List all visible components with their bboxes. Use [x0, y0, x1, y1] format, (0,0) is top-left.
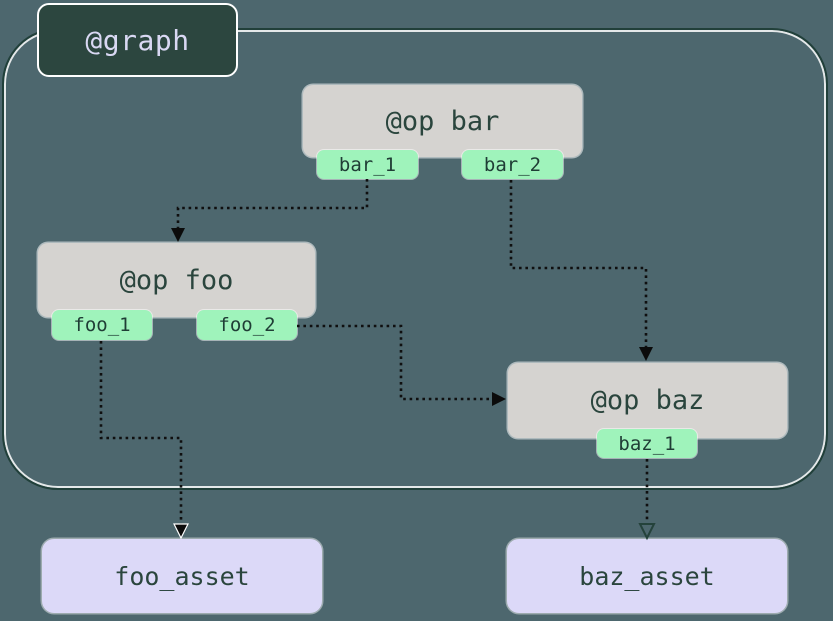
output-tag-bar-2: bar_2 [462, 150, 563, 179]
graph-boundary [2, 28, 828, 490]
op-baz-title: @op baz [590, 385, 705, 416]
asset-baz-label: baz_asset [579, 561, 715, 591]
output-tag-baz-1: baz_1 [597, 429, 697, 458]
op-foo-title: @op foo [119, 264, 234, 296]
output-tag-baz-1-label: baz_1 [618, 432, 676, 455]
output-tag-foo-1: foo_1 [52, 310, 152, 340]
output-tag-bar-1-label: bar_1 [338, 153, 397, 176]
edge-baz1-to-baz-asset-arrowhead [638, 523, 656, 541]
graph-label: @graph [37, 3, 238, 77]
output-tag-bar-1: bar_1 [317, 150, 418, 179]
op-node-foo: @op foo [38, 243, 315, 317]
graph-label-text: @graph [85, 23, 190, 57]
op-node-bar: @op bar [303, 85, 582, 157]
asset-node-baz-asset: baz_asset [507, 539, 787, 613]
edge-foo1-to-foo-asset-arrowhead [173, 523, 189, 540]
output-tag-bar-2-label: bar_2 [483, 153, 542, 176]
output-tag-foo-2: foo_2 [197, 310, 297, 340]
asset-node-foo-asset: foo_asset [42, 539, 322, 613]
op-node-baz: @op baz [508, 363, 787, 438]
asset-foo-label: foo_asset [114, 561, 250, 591]
op-bar-title: @op bar [385, 105, 500, 137]
output-tag-foo-1-label: foo_1 [73, 314, 131, 336]
output-tag-foo-2-label: foo_2 [218, 314, 276, 336]
